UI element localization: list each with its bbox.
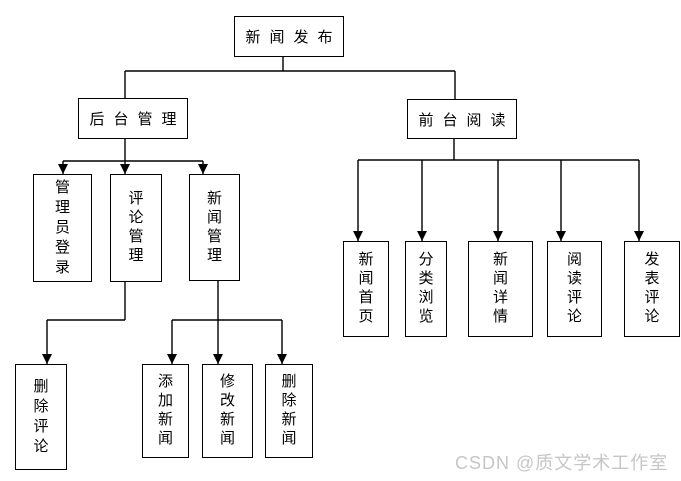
node-frontend-reading-label: 前台阅读 [418, 112, 515, 129]
node-frontend-reading: 前台阅读 [407, 99, 517, 139]
node-admin-login-label: 管理员登录 [54, 180, 70, 276]
node-delete-news: 删除新闻 [265, 364, 313, 458]
node-backend-management: 后台管理 [78, 98, 188, 139]
node-read-comment: 阅读评论 [547, 241, 602, 337]
node-category-browse: 分类浏览 [405, 241, 447, 337]
node-news-management: 新闻管理 [189, 174, 240, 281]
node-news-management-label: 新闻管理 [206, 190, 222, 264]
node-delete-comment-label: 删除评论 [33, 379, 49, 455]
node-news-publish: 新闻发布 [234, 16, 344, 57]
node-news-home: 新闻首页 [343, 241, 389, 337]
node-news-detail: 新闻详情 [468, 241, 533, 337]
node-backend-management-label: 后台管理 [89, 112, 186, 128]
node-news-publish-label: 新闻发布 [245, 30, 342, 46]
node-modify-news: 修改新闻 [202, 364, 253, 458]
node-admin-login: 管理员登录 [33, 174, 92, 282]
node-news-home-label: 新闻首页 [358, 252, 374, 325]
node-delete-comment: 删除评论 [15, 364, 67, 470]
node-post-comment-label: 发表评论 [644, 252, 660, 325]
node-news-detail-label: 新闻详情 [492, 252, 508, 325]
node-read-comment-label: 阅读评论 [566, 252, 582, 325]
node-post-comment: 发表评论 [624, 241, 680, 337]
node-category-browse-label: 分类浏览 [418, 252, 434, 325]
node-comment-management-label: 评论管理 [128, 191, 144, 264]
node-add-news: 添加新闻 [142, 364, 189, 458]
node-comment-management: 评论管理 [110, 174, 162, 282]
csdn-watermark: CSDN @质文学术工作室 [455, 453, 669, 473]
node-add-news-label: 添加新闻 [157, 374, 173, 447]
node-modify-news-label: 修改新闻 [219, 374, 235, 447]
node-delete-news-label: 删除新闻 [281, 374, 297, 447]
